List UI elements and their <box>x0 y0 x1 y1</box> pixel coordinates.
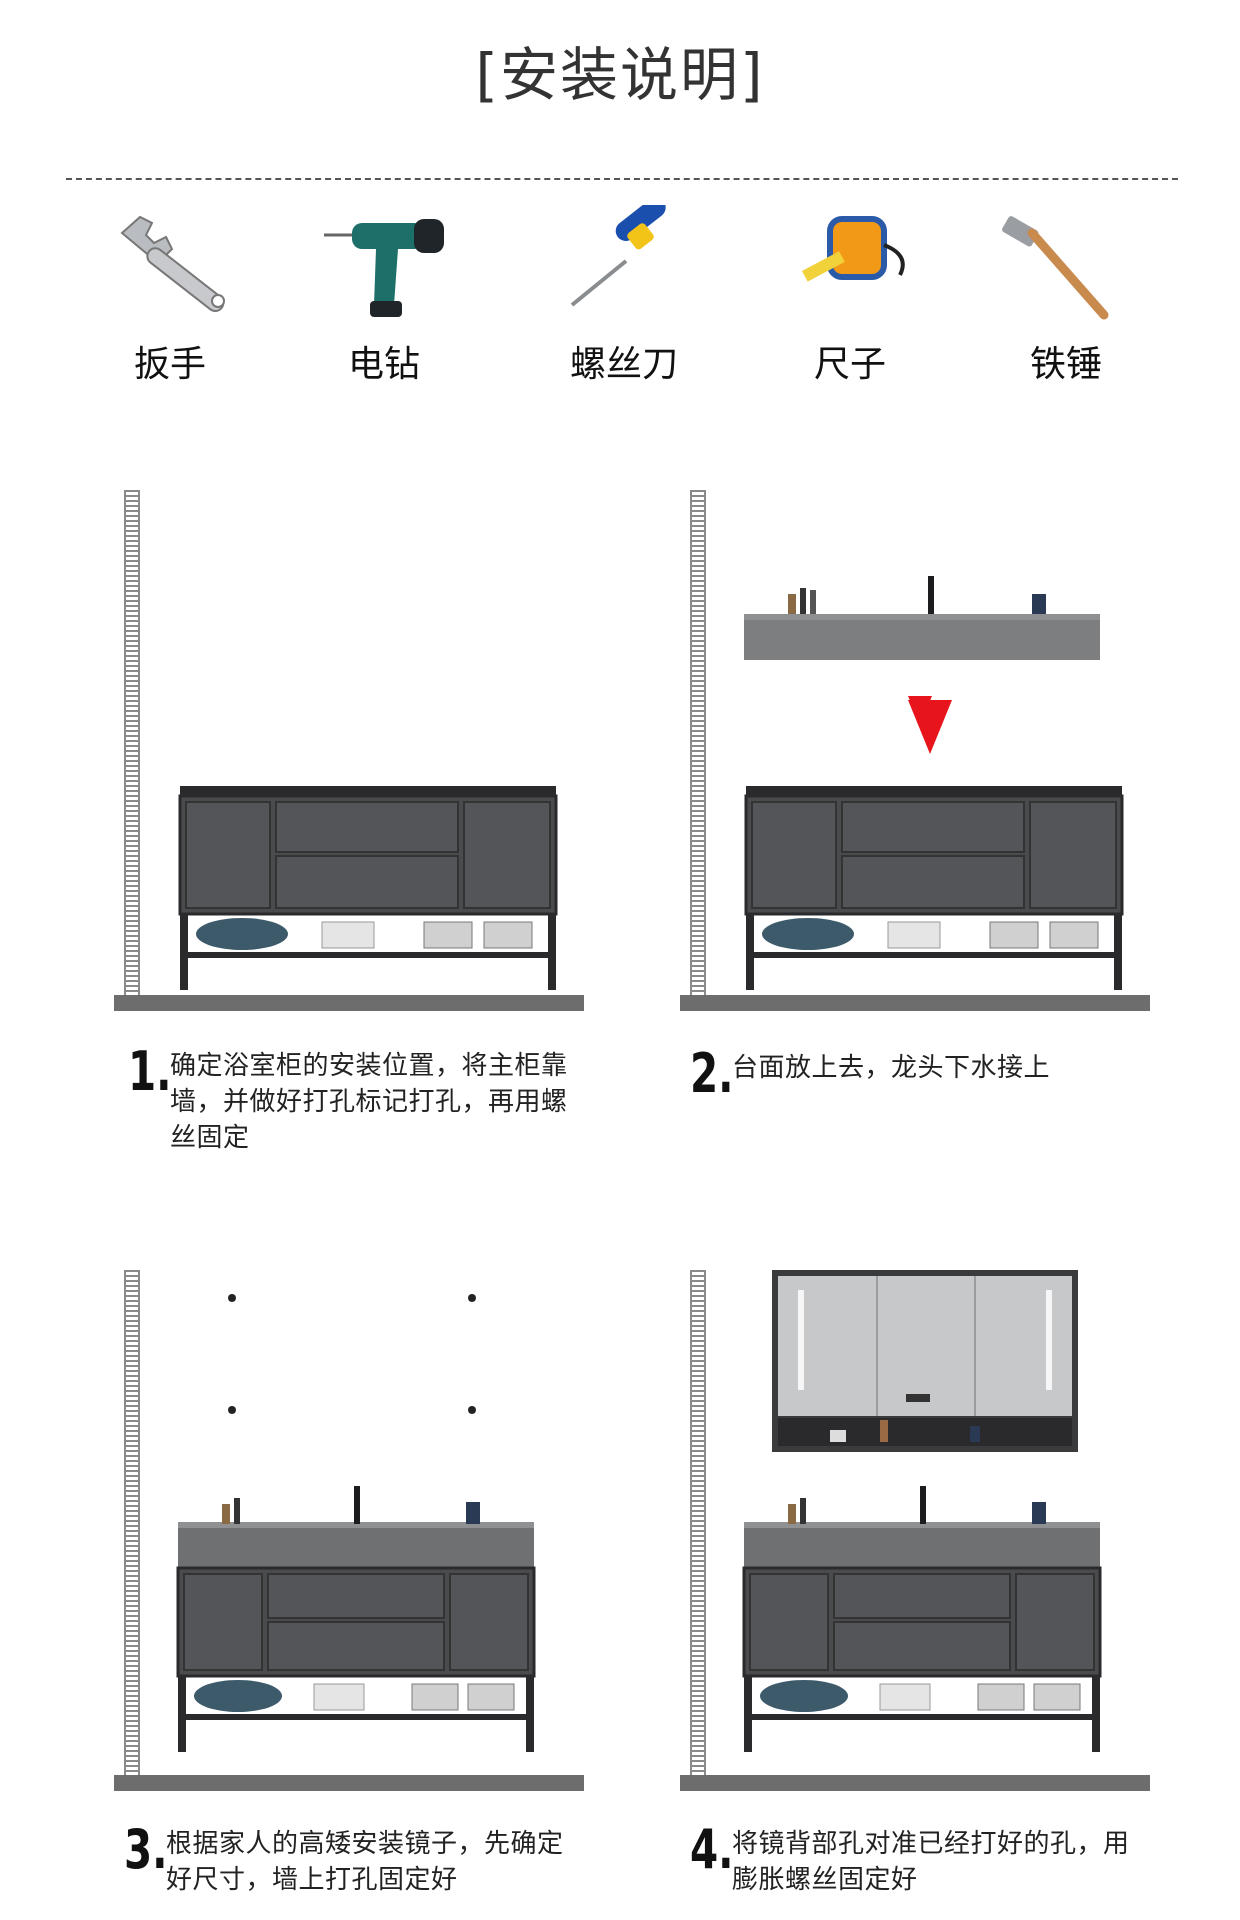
cabinet-body <box>742 1566 1102 1752</box>
step-1-caption: 1. 确定浴室柜的安装位置，将主柜靠墙，并做好打孔标记打孔，再用螺丝固定 <box>128 1040 580 1156</box>
screwdriver-icon <box>570 205 666 307</box>
hammer-icon <box>1002 216 1109 320</box>
drill-hole-marks <box>228 1294 476 1414</box>
step-text: 台面放上去，龙头下水接上 <box>732 1053 1051 1083</box>
tool-label: 尺子 <box>813 344 886 385</box>
step-text: 根据家人的高矮安装镜子，先确定好尺寸，墙上打孔固定好 <box>166 1829 564 1895</box>
step-4-caption: 4. 将镜背部孔对准已经打好的孔，用膨胀螺丝固定好 <box>690 1818 1152 1898</box>
floor <box>114 1775 584 1791</box>
vanity-with-mirror-cabinet <box>742 1270 1102 1752</box>
tool-label: 铁锤 <box>1029 344 1102 385</box>
step-number: 1. <box>128 1040 172 1103</box>
floor <box>680 1775 1150 1791</box>
tool-label: 螺丝刀 <box>569 344 678 385</box>
cabinet-body <box>178 786 558 990</box>
step-4-illustration <box>680 1270 1160 1830</box>
step-number: 2. <box>690 1042 734 1105</box>
countertop <box>744 576 1100 660</box>
step-text: 确定浴室柜的安装位置，将主柜靠墙，并做好打孔标记打孔，再用螺丝固定 <box>170 1051 568 1153</box>
cabinet-body <box>744 786 1124 990</box>
step-1-illustration <box>114 490 594 1050</box>
tool-tape-measure: 尺子 <box>750 205 950 387</box>
step-3-illustration <box>114 1270 594 1830</box>
dotted-divider <box>66 178 1178 180</box>
vanity-with-drill-marks <box>176 1294 536 1752</box>
page-title: [安装说明] <box>475 41 765 109</box>
floor <box>114 995 584 1011</box>
drill-icon <box>324 219 444 317</box>
mirror-cabinet <box>772 1270 1078 1452</box>
tool-screwdriver: 螺丝刀 <box>524 205 724 387</box>
cabinet-body <box>176 1566 536 1752</box>
step-number: 4. <box>690 1818 734 1881</box>
floor <box>680 995 1150 1011</box>
tool-drill: 电钻 <box>284 205 484 387</box>
countertop <box>744 1486 1100 1568</box>
wrench-icon <box>120 215 225 313</box>
tool-label: 电钻 <box>347 344 420 385</box>
tape-measure-icon <box>802 216 905 282</box>
step-text: 将镜背部孔对准已经打好的孔，用膨胀螺丝固定好 <box>732 1829 1130 1895</box>
step-2-illustration <box>680 490 1160 1050</box>
vanity-with-countertop <box>744 576 1124 990</box>
tool-hammer: 铁锤 <box>966 205 1166 387</box>
vanity-cabinet <box>178 786 558 990</box>
step-number: 3. <box>124 1818 168 1881</box>
step-3-caption: 3. 根据家人的高矮安装镜子，先确定好尺寸，墙上打孔固定好 <box>124 1818 576 1898</box>
countertop <box>178 1486 534 1568</box>
tool-label: 扳手 <box>133 344 206 385</box>
tool-wrench: 扳手 <box>70 205 270 387</box>
step-2-caption: 2. 台面放上去，龙头下水接上 <box>690 1042 1152 1105</box>
